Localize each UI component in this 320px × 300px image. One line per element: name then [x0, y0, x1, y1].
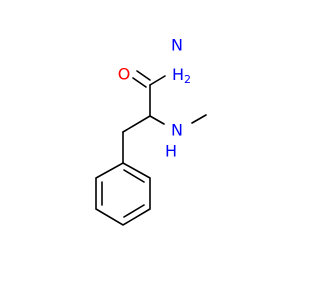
atom-amide-nitrogen: N: [171, 36, 183, 55]
amide-hydrogen-symbol: H: [172, 65, 184, 84]
bond-carbonyl-double-a: [132, 77, 147, 88]
bond-carbonyl-double-b: [136, 70, 151, 81]
bond-alpha-methylene: [122, 115, 151, 133]
bond-amine-methyl: [191, 114, 207, 124]
bond-alpha-amine-n: [149, 115, 165, 125]
atom-amine-nitrogen: N: [171, 121, 183, 140]
benzene-ring: [95, 162, 151, 226]
atom-amide-hydrogen: H2: [172, 65, 191, 87]
benzene-inner-bond-2: [123, 204, 145, 218]
atom-oxygen: O: [118, 65, 131, 84]
benzene-inner-bond-1: [123, 169, 145, 183]
atom-amine-hydrogen: H: [165, 142, 177, 161]
amide-hydrogen-subscript: 2: [184, 73, 191, 86]
molecule-diagram: O N H2 N H: [95, 36, 207, 226]
bond-carbonyl-amide-n: [149, 75, 166, 86]
